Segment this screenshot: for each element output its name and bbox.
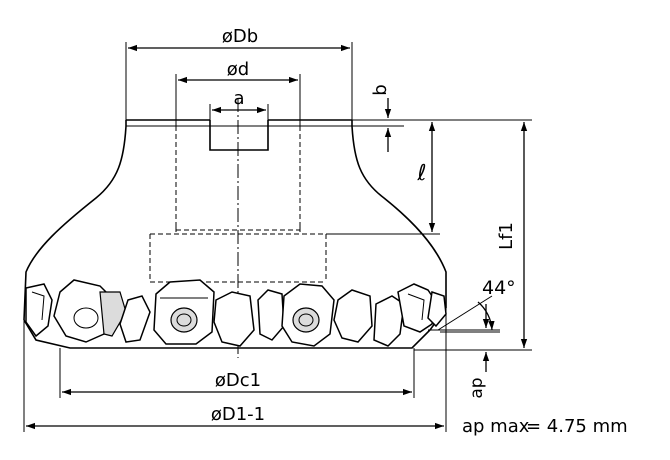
left-flank bbox=[23, 125, 127, 321]
label-apmax-value: = 4.75 mm bbox=[526, 416, 628, 437]
insert-5 bbox=[213, 291, 255, 347]
insert-4-screw-head bbox=[176, 313, 192, 327]
top-face bbox=[125, 119, 353, 126]
label-angle: 44° bbox=[482, 277, 516, 299]
dim-a bbox=[209, 104, 269, 120]
label-ap: ap bbox=[467, 377, 487, 398]
insert-8 bbox=[333, 289, 373, 343]
insert-10-edge bbox=[407, 293, 425, 321]
label-d: ød bbox=[227, 59, 249, 80]
dim-Db bbox=[125, 42, 353, 120]
dim-b bbox=[352, 98, 404, 152]
insert-1 bbox=[25, 283, 53, 338]
insert-9 bbox=[373, 295, 405, 347]
insert-1-edge bbox=[31, 291, 45, 321]
label-Dc1: øDc1 bbox=[215, 370, 261, 391]
drive-slot bbox=[209, 120, 269, 151]
counterbore-hidden-inner bbox=[175, 226, 301, 234]
label-apmax: ap max bbox=[462, 416, 530, 437]
label-l: ℓ bbox=[416, 161, 426, 186]
dim-D1 bbox=[23, 308, 447, 432]
dim-Dc1 bbox=[59, 348, 415, 398]
label-b: b bbox=[370, 84, 391, 95]
inserts-row bbox=[25, 279, 447, 347]
label-Lf1: Lf1 bbox=[496, 222, 517, 250]
label-D1: øD1-1 bbox=[211, 404, 265, 425]
insert-7-screw-head bbox=[298, 313, 314, 327]
label-a: a bbox=[233, 88, 244, 109]
insert-2-seat bbox=[99, 291, 127, 337]
insert-6 bbox=[257, 289, 285, 341]
dim-d bbox=[175, 74, 301, 126]
insert-7-screw bbox=[292, 307, 320, 333]
dim-ap bbox=[428, 304, 500, 372]
insert-4-screw bbox=[170, 307, 198, 333]
dim-Lf1 bbox=[404, 119, 532, 351]
insert-2-hole bbox=[73, 307, 99, 329]
right-flank bbox=[351, 125, 447, 308]
insert-3 bbox=[119, 295, 151, 343]
label-Db: øDb bbox=[222, 26, 258, 47]
bottom-face bbox=[23, 307, 447, 349]
insert-11 bbox=[427, 291, 447, 328]
dim-angle bbox=[437, 295, 500, 333]
